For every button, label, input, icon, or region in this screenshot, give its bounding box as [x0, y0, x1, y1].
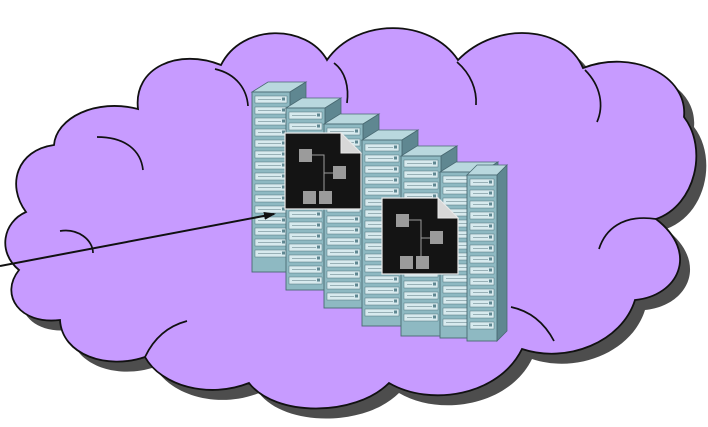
rack-led — [489, 302, 492, 305]
rack-led — [489, 236, 492, 239]
rack-led — [355, 141, 358, 144]
rack-led — [394, 278, 397, 281]
rack-led — [433, 283, 436, 286]
rack-led — [489, 181, 492, 184]
hierarchy-node — [333, 166, 346, 179]
document-icon — [382, 198, 458, 274]
rack-led — [489, 192, 492, 195]
rack-side-face — [497, 165, 507, 341]
rack-led — [394, 190, 397, 193]
rack-led — [433, 162, 436, 165]
rack-led — [433, 316, 436, 319]
document-icon — [285, 133, 361, 209]
rack-led — [317, 257, 320, 260]
rack-led — [433, 305, 436, 308]
rack-led — [317, 114, 320, 117]
rack-led — [394, 179, 397, 182]
rack-led — [489, 280, 492, 283]
rack-led — [489, 225, 492, 228]
rack-led — [282, 120, 285, 123]
rack-led — [433, 184, 436, 187]
rack-led — [394, 157, 397, 160]
hierarchy-node — [400, 256, 413, 269]
rack-led — [317, 268, 320, 271]
rack-led — [282, 230, 285, 233]
rack-led — [355, 284, 358, 287]
rack-led — [282, 252, 285, 255]
rack-led — [433, 294, 436, 297]
rack-led — [282, 241, 285, 244]
rack-led — [489, 269, 492, 272]
server-rack-icon — [467, 165, 507, 341]
rack-led — [489, 291, 492, 294]
rack-led — [489, 324, 492, 327]
rack-led — [489, 214, 492, 217]
rack-led — [355, 251, 358, 254]
rack-led — [282, 109, 285, 112]
rack-led — [433, 173, 436, 176]
hierarchy-node — [396, 214, 409, 227]
rack-led — [355, 229, 358, 232]
rack-led — [317, 279, 320, 282]
rack-led — [355, 262, 358, 265]
rack-led — [394, 146, 397, 149]
hierarchy-node — [416, 256, 429, 269]
rack-led — [355, 295, 358, 298]
rack-led — [317, 246, 320, 249]
rack-led — [394, 300, 397, 303]
rack-led — [355, 273, 358, 276]
rack-led — [317, 235, 320, 238]
rack-led — [317, 213, 320, 216]
hierarchy-node — [303, 191, 316, 204]
rack-led — [355, 130, 358, 133]
rack-led — [489, 247, 492, 250]
rack-led — [394, 311, 397, 314]
hierarchy-node — [299, 149, 312, 162]
rack-led — [355, 240, 358, 243]
rack-led — [355, 218, 358, 221]
hierarchy-node — [319, 191, 332, 204]
rack-led — [394, 289, 397, 292]
hierarchy-node — [430, 231, 443, 244]
rack-led — [282, 219, 285, 222]
rack-led — [489, 258, 492, 261]
rack-led — [282, 98, 285, 101]
rack-led — [489, 313, 492, 316]
rack-led — [317, 224, 320, 227]
rack-led — [433, 195, 436, 198]
rack-led — [489, 203, 492, 206]
rack-led — [317, 125, 320, 128]
rack-led — [394, 168, 397, 171]
